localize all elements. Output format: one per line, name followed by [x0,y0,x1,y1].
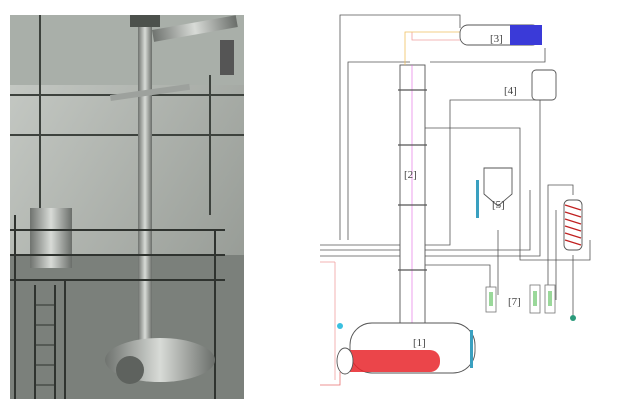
receiver-vessel [531,69,557,101]
reboiler-label: [1] [413,337,426,349]
sight-glass [476,180,479,218]
feed-tank [483,167,513,207]
cooling-section [510,25,542,45]
flowmeters-label: [7] [508,296,521,308]
distillation-column [399,64,426,326]
valve-icon [337,323,343,329]
distillation-plant-photo [10,15,244,399]
column-label: [2] [404,169,417,181]
receiver-label: [4] [504,85,517,97]
condenser-label: [3] [490,33,503,45]
pump-icon [570,315,576,321]
heating-bundle [340,350,440,372]
feed-tank-label: [5] [492,199,505,211]
level-gauge [470,330,473,368]
